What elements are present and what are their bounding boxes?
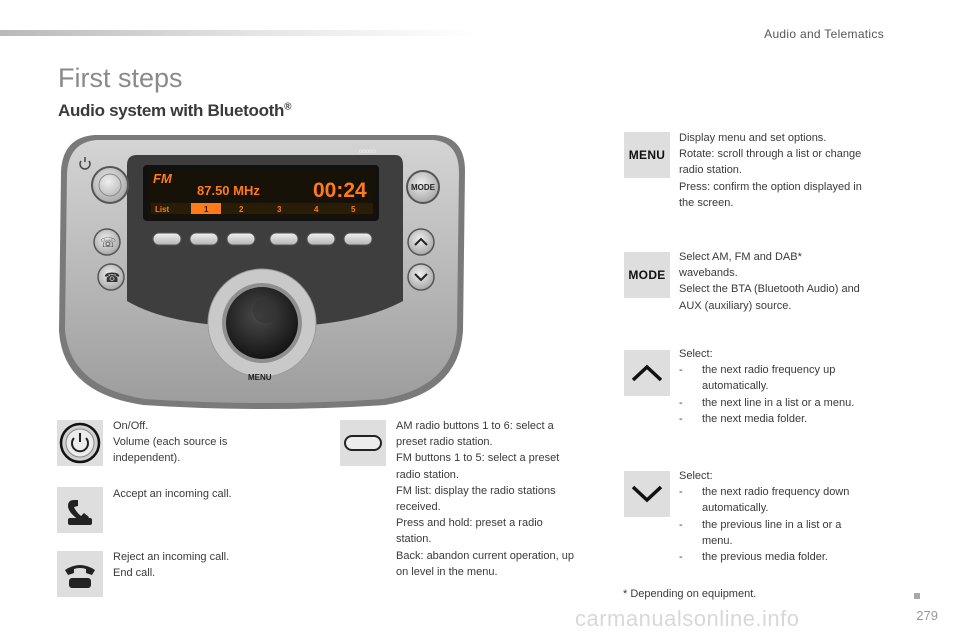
down-arrow-icon bbox=[631, 485, 663, 503]
preset-line-9: Back: abandon current operation, up bbox=[396, 549, 574, 562]
down-tile bbox=[624, 471, 670, 517]
footnote: * Depending on equipment. bbox=[623, 588, 757, 600]
section-title: Audio and Telematics bbox=[764, 27, 884, 41]
up-intro: Select: bbox=[679, 348, 713, 360]
phone-reject-icon bbox=[65, 565, 95, 588]
up-bullet-2: -the next line in a list or a menu. bbox=[679, 396, 855, 409]
power-volume-knob[interactable] bbox=[91, 166, 129, 204]
header-gradient-bar bbox=[0, 30, 480, 36]
menu-description: Display menu and set options. Rotate: sc… bbox=[679, 130, 862, 211]
preset-button-4[interactable] bbox=[269, 232, 299, 246]
up-bullet-3: -the next media folder. bbox=[679, 412, 808, 425]
menu-line-3: radio station. bbox=[679, 164, 742, 177]
phone-reject-glyph-icon: ☎ bbox=[104, 270, 120, 285]
phone-accept-button[interactable] bbox=[93, 228, 121, 256]
preset-line-3: FM buttons 1 to 5: select a preset bbox=[396, 452, 560, 465]
mode-button-label: MODE bbox=[411, 183, 436, 192]
menu-label-icon: MENU bbox=[628, 148, 666, 162]
preset-line-4: radio station. bbox=[396, 468, 459, 481]
mode-label-icon: MODE bbox=[628, 268, 666, 282]
up-button[interactable] bbox=[407, 228, 435, 256]
power-line-2: Volume (each source is bbox=[113, 436, 228, 449]
mode-line-3: Select the BTA (Bluetooth Audio) and bbox=[679, 283, 860, 296]
preset-button-1[interactable] bbox=[152, 232, 182, 246]
phone-accept-icon bbox=[68, 500, 92, 525]
preset-line-1: AM radio buttons 1 to 6: select a bbox=[396, 420, 554, 432]
preset-line-6: received. bbox=[396, 501, 441, 514]
page-subtitle: Audio system with Bluetooth® bbox=[58, 101, 292, 120]
power-tile bbox=[57, 420, 103, 466]
display-frequency: 87.50 MHz bbox=[197, 183, 260, 198]
display-preset-3: 3 bbox=[277, 205, 282, 214]
mode-line-4: AUX (auxiliary) source. bbox=[679, 299, 792, 312]
phone-reject-button[interactable] bbox=[97, 263, 125, 291]
preset-button-5[interactable] bbox=[306, 232, 336, 246]
power-description: On/Off. Volume (each source is independe… bbox=[113, 418, 227, 467]
display-preset-1: 1 bbox=[204, 205, 209, 214]
preset-line-2: preset radio station. bbox=[396, 436, 493, 449]
phone-reject-tile bbox=[57, 551, 103, 597]
preset-tile bbox=[340, 420, 386, 466]
mode-line-1: Select AM, FM and DAB* bbox=[679, 251, 802, 263]
down-button[interactable] bbox=[407, 263, 435, 291]
registered-mark: ® bbox=[284, 101, 292, 113]
mode-tile: MODE bbox=[624, 252, 670, 298]
down-chevron-icon bbox=[414, 273, 428, 282]
preset-line-5: FM list: display the radio stations bbox=[396, 484, 556, 497]
phone-accept-glyph-icon: ☏ bbox=[100, 235, 116, 250]
menu-knob-label: MENU bbox=[248, 373, 272, 382]
mode-button[interactable] bbox=[406, 170, 440, 204]
menu-line-1: Display menu and set options. bbox=[679, 132, 827, 144]
preset-button-3[interactable] bbox=[226, 232, 256, 246]
menu-tile: MENU bbox=[624, 132, 670, 178]
up-chevron-icon bbox=[414, 237, 428, 246]
radio-unit-illustration: FM 87.50 MHz 00:24 List 1 2 3 4 5 ☏ ☎ MO… bbox=[55, 131, 470, 416]
preset-line-7: Press and hold: preset a radio bbox=[396, 517, 543, 530]
up-arrow-icon bbox=[631, 364, 663, 382]
power-icon bbox=[59, 422, 101, 464]
display-preset-5: 5 bbox=[351, 205, 356, 214]
down-bullet-3: -the previous media folder. bbox=[679, 551, 828, 564]
phone-reject-line-2: End call. bbox=[113, 567, 156, 580]
page-marker bbox=[914, 593, 920, 599]
display-clock: 00:24 bbox=[313, 179, 367, 202]
preset-button-icon bbox=[344, 435, 382, 451]
phone-reject-line-1: Reject an incoming call. bbox=[113, 551, 230, 563]
display-preset-4: 4 bbox=[314, 205, 319, 214]
phone-accept-line-1: Accept an incoming call. bbox=[113, 488, 232, 500]
menu-line-2: Rotate: scroll through a list or change bbox=[679, 148, 862, 161]
power-line-3: independent). bbox=[113, 452, 181, 465]
up-tile bbox=[624, 350, 670, 396]
mode-description: Select AM, FM and DAB* wavebands. Select… bbox=[679, 249, 860, 314]
preset-description: AM radio buttons 1 to 6: select a preset… bbox=[396, 418, 574, 580]
power-line-1: On/Off. bbox=[113, 420, 149, 432]
display-band: FM bbox=[153, 171, 173, 186]
preset-button-2[interactable] bbox=[189, 232, 219, 246]
power-symbol-icon bbox=[79, 157, 91, 170]
menu-line-4: Press: confirm the option displayed in bbox=[679, 180, 862, 193]
phone-accept-tile bbox=[57, 487, 103, 533]
preset-line-10: on level in the menu. bbox=[396, 565, 498, 578]
menu-rotary-knob[interactable] bbox=[226, 287, 298, 359]
menu-line-5: the screen. bbox=[679, 196, 734, 209]
display-preset-2: 2 bbox=[239, 205, 244, 214]
watermark: carmanualsonline.info bbox=[575, 606, 800, 631]
preset-line-8: station. bbox=[396, 533, 432, 546]
phone-accept-description: Accept an incoming call. bbox=[113, 486, 232, 502]
page-number: 279 bbox=[916, 608, 938, 623]
page-title: First steps bbox=[58, 63, 183, 93]
display-list-label: List bbox=[155, 205, 170, 214]
phone-reject-description: Reject an incoming call. End call. bbox=[113, 549, 229, 581]
brand-mark: ooooo bbox=[359, 149, 376, 155]
preset-button-6[interactable] bbox=[343, 232, 373, 246]
down-intro: Select: bbox=[679, 470, 713, 482]
mode-line-2: wavebands. bbox=[679, 267, 738, 280]
